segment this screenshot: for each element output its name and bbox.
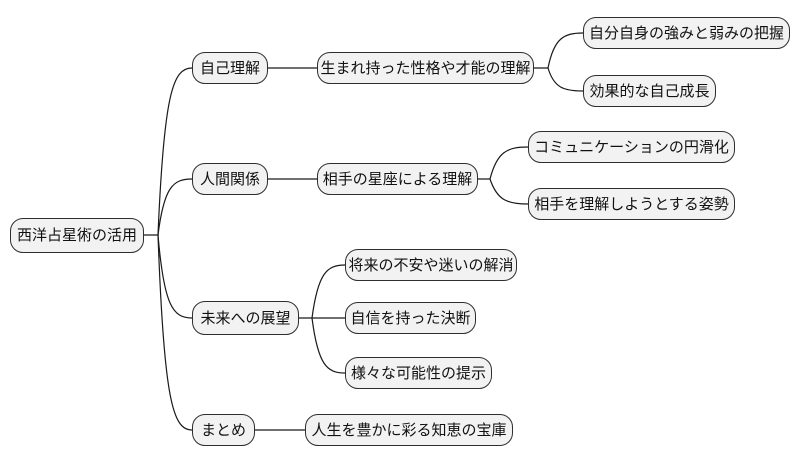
node-personality-talent: 生まれ持った性格や才能の理解 bbox=[317, 52, 534, 84]
node-relationships: 人間関係 bbox=[192, 163, 268, 195]
node-summary: まとめ bbox=[192, 414, 255, 446]
node-anxiety-resolution: 将来の不安や迷いの解消 bbox=[345, 249, 517, 281]
node-root: 西洋占星術の活用 bbox=[10, 218, 144, 253]
node-self-understanding: 自己理解 bbox=[192, 52, 268, 84]
connector-root-to-relationships bbox=[157, 178, 193, 236]
connector-zodiac-to-understanding-attitude bbox=[489, 178, 529, 205]
node-understanding-attitude: 相手を理解しようとする姿勢 bbox=[528, 188, 735, 220]
node-strengths-weaknesses: 自分自身の強みと弱みの把握 bbox=[583, 17, 790, 49]
connector-personality-talent-to-self-growth bbox=[547, 67, 584, 92]
connector-personality-talent-to-strengths-weaknesses bbox=[547, 32, 584, 69]
node-confident-decisions: 自信を持った決断 bbox=[345, 302, 476, 334]
connector-root-to-summary bbox=[157, 234, 193, 431]
connector-zodiac-to-smooth-communication bbox=[489, 146, 529, 180]
node-smooth-communication: コミュニケーションの円滑化 bbox=[528, 131, 735, 163]
node-possibilities: 様々な可能性の提示 bbox=[345, 357, 492, 389]
node-zodiac-understanding: 相手の星座による理解 bbox=[317, 163, 478, 195]
connector-future-to-anxiety-resolution bbox=[311, 264, 346, 319]
node-wisdom-treasury: 人生を豊かに彩る知恵の宝庫 bbox=[305, 414, 513, 446]
node-future-outlook: 未来への展望 bbox=[192, 301, 299, 335]
connector-root-to-self-understanding bbox=[157, 67, 193, 236]
node-self-growth: 効果的な自己成長 bbox=[583, 75, 716, 107]
connector-root-to-future-outlook bbox=[157, 234, 193, 319]
connector-future-to-possibilities bbox=[311, 317, 346, 374]
